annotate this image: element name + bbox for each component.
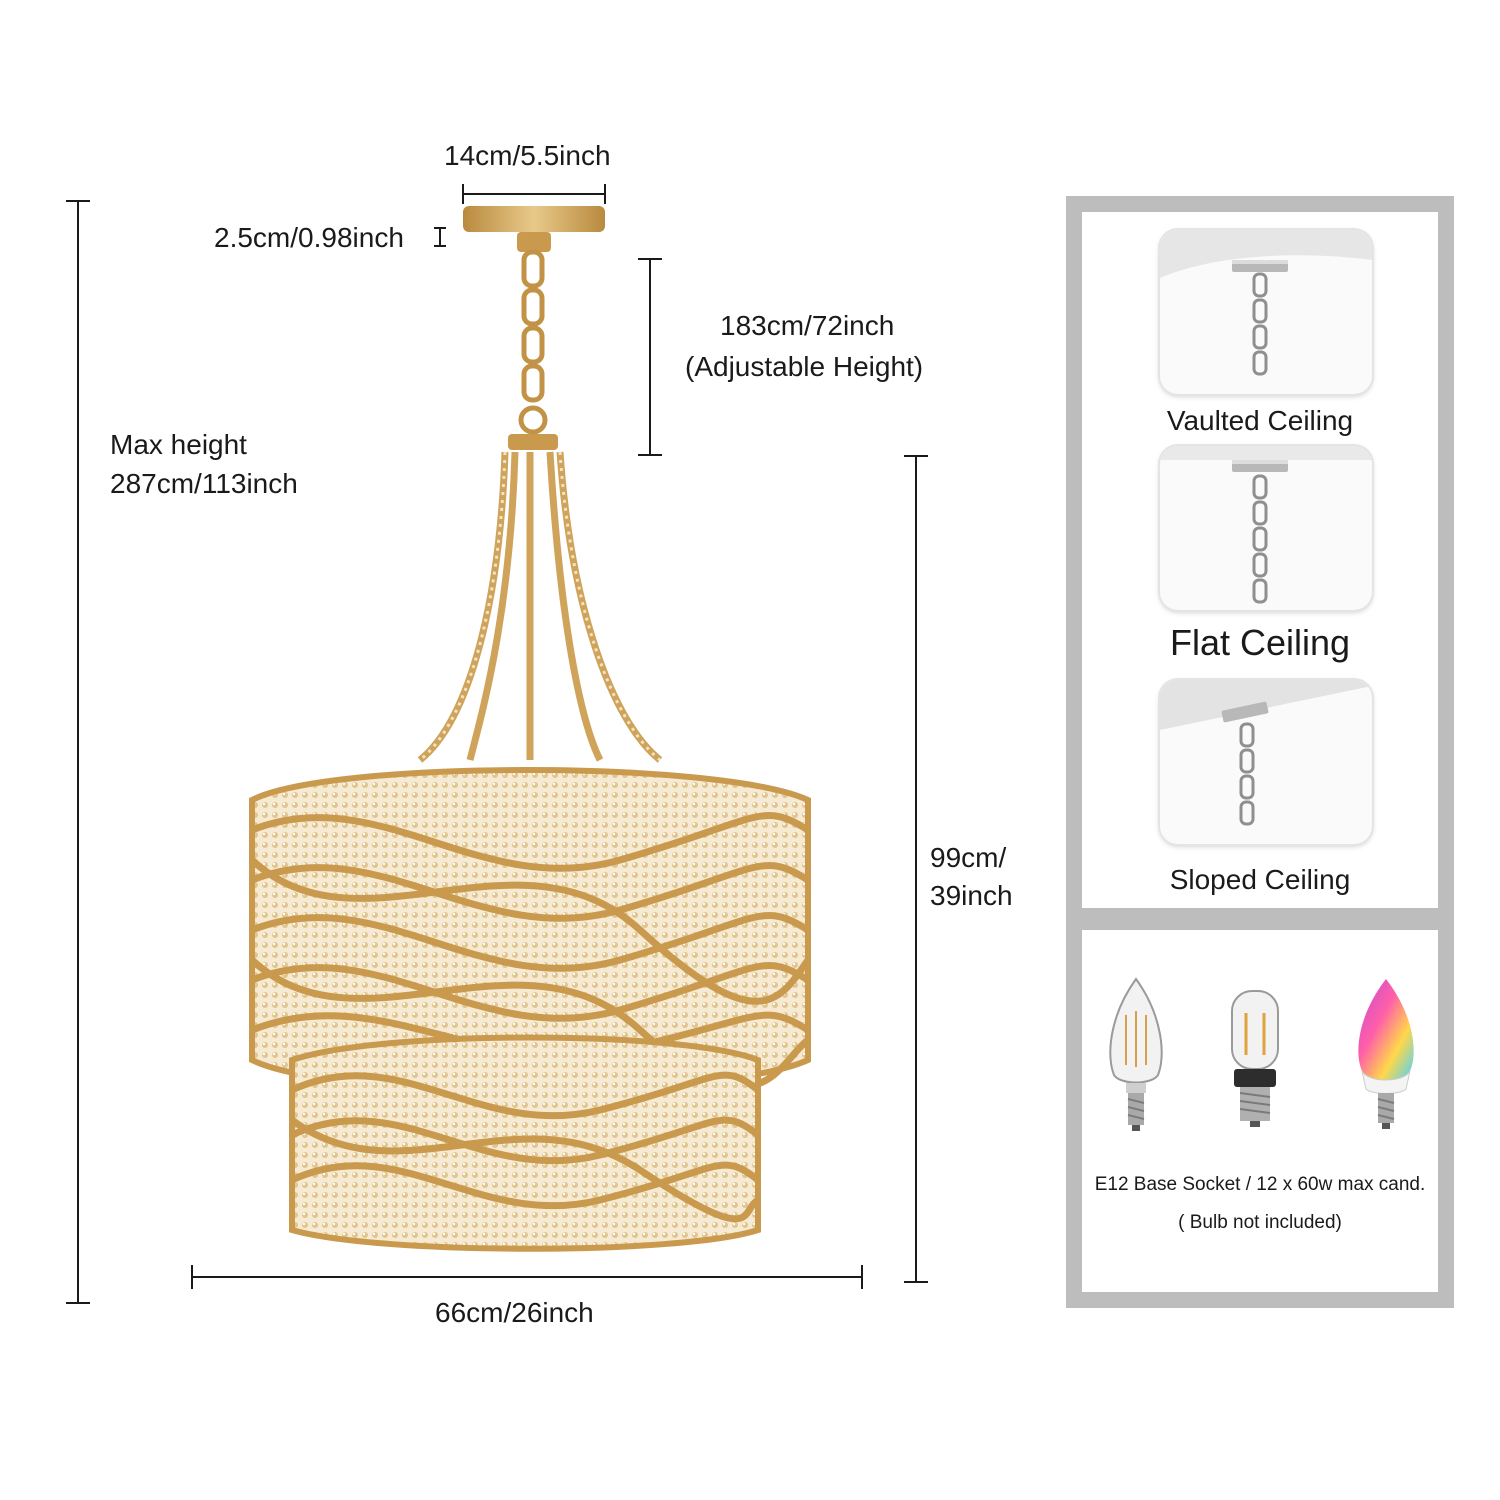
bulb-not-included-note: ( Bulb not included) [1178,1212,1342,1233]
max-height-value: 287cm/113inch [110,468,298,499]
chandelier-arms [417,451,663,763]
body-width-label: 66cm/26inch [435,1297,594,1328]
canopy-width-label: 14cm/5.5inch [444,140,611,171]
sloped-ceiling-label: Sloped Ceiling [1169,864,1351,895]
flat-ceiling-image [1160,446,1372,610]
lower-tier [289,1034,761,1252]
chain [518,249,548,435]
chain-adjustable-note: (Adjustable Height) [685,351,924,382]
chain-length-label: 183cm/72inch [720,310,895,341]
vaulted-ceiling-label: Vaulted Ceiling [1166,405,1354,436]
tubular-filament-bulb-icon [1231,990,1279,1127]
body-height-label-2: 39inch [930,880,1013,911]
bulb-spec-label: E12 Base Socket / 12 x 60w max cand. [1094,1174,1426,1195]
dimension-lines [66,184,928,1304]
body-height-label-1: 99cm/ [930,842,1007,873]
canopy-height-label: 2.5cm/0.98inch [214,222,404,253]
flat-ceiling-label: Flat Ceiling [1169,622,1351,663]
candelabra-filament-bulb-icon [1109,977,1163,1131]
rgb-smart-bulb-icon [1358,979,1414,1129]
canopy [463,206,605,232]
vaulted-ceiling-image [1160,230,1372,394]
max-height-label: Max height [110,429,247,460]
sloped-ceiling-image [1160,680,1372,844]
